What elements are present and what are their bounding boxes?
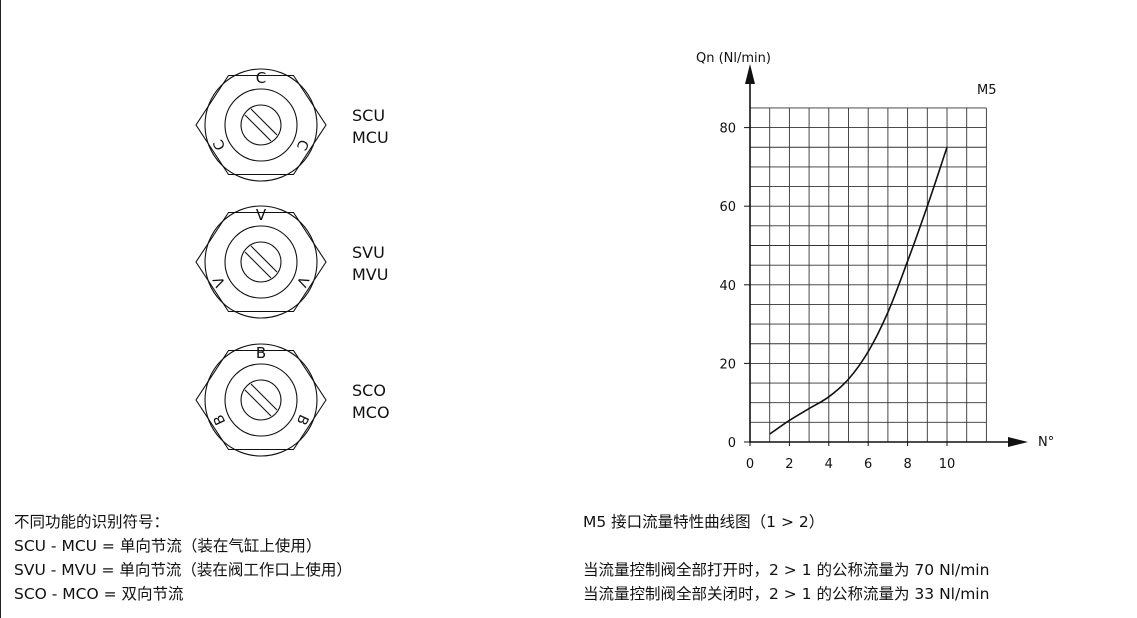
fitting-type-label: MCU (352, 128, 389, 147)
function-legend: 不同功能的识别符号： SCU - MCU = 单向节流（装在气缸上使用） SVU… (14, 510, 352, 606)
chart-series (769, 147, 948, 435)
x-tick-label: 10 (939, 457, 956, 472)
y-tick-label: 80 (719, 122, 736, 137)
x-tick-label: 4 (825, 457, 833, 472)
legend-line-sco: SCO - MCO = 双向节流 (14, 585, 184, 603)
chart-caption-title: M5 接口流量特性曲线图（1 > 2） (583, 513, 825, 531)
screw-head (240, 104, 282, 146)
y-tick-label: 20 (719, 357, 736, 372)
fitting-type-label: MVU (352, 265, 388, 284)
chart-ticks: 0 2 4 6 8 10 0 20 40 60 80 (719, 122, 955, 472)
legend-title: 不同功能的识别符号： (14, 513, 170, 531)
top-marking: C (256, 69, 266, 87)
y-tick-label: 0 (728, 436, 736, 451)
chart-axes (745, 64, 1028, 447)
legend-line-scu: SCU - MCU = 单向节流（装在气缸上使用） (14, 537, 322, 555)
x-axis-label: N° (1038, 435, 1054, 450)
y-axis-label: Qn (Nl/min) (696, 51, 771, 66)
y-tick-label: 40 (719, 279, 736, 294)
open-flow-note: 当流量控制阀全部打开时，2 > 1 的公称流量为 70 Nl/min (583, 561, 990, 579)
hex-outline (195, 349, 327, 451)
middle-ring (224, 88, 298, 162)
x-axis-arrow (1008, 437, 1028, 447)
x-tick-label: 0 (746, 457, 754, 472)
outer-ring (204, 68, 318, 182)
chart-grid (750, 107, 987, 442)
screw-head (240, 241, 282, 283)
y-axis-arrow (745, 64, 755, 84)
closed-flow-note: 当流量控制阀全部关闭时，2 > 1 的公称流量为 33 Nl/min (583, 585, 990, 603)
fitting-type-label: SCO (352, 381, 386, 400)
middle-ring (224, 363, 298, 437)
screw-head (240, 379, 282, 421)
flow-chart: 0 2 4 6 8 10 0 20 40 60 80 Qn (Nl/min) N° M5 (696, 51, 1054, 472)
hex-outline (195, 74, 327, 176)
x-tick-label: 6 (864, 457, 872, 472)
screw-slot-line (250, 108, 278, 136)
page-left-border (0, 0, 1, 618)
top-marking: B (256, 344, 266, 362)
fitting-type-label: MCO (352, 403, 390, 422)
x-tick-label: 2 (785, 457, 793, 472)
y-tick-label: 60 (719, 200, 736, 215)
screw-slot-line (244, 251, 272, 279)
middle-ring (224, 225, 298, 299)
chart-caption: M5 接口流量特性曲线图（1 > 2） 当流量控制阀全部打开时，2 > 1 的公… (583, 510, 989, 606)
fitting-type-label: SVU (352, 243, 385, 262)
caption-spacer (583, 534, 989, 558)
outer-ring (204, 343, 318, 457)
legend-line-svu: SVU - MVU = 单向节流（装在阀工作口上使用） (14, 561, 352, 579)
hex-outline (195, 211, 327, 313)
series-line-m5 (769, 147, 948, 435)
outer-ring (204, 205, 318, 319)
x-tick-label: 8 (903, 457, 911, 472)
screw-slot-line (250, 383, 278, 411)
fitting-type-label: SCU (352, 106, 385, 125)
top-marking: V (256, 206, 267, 224)
screw-slot-line (244, 114, 272, 142)
screw-slot-line (244, 389, 272, 417)
series-label: M5 (977, 83, 997, 98)
screw-slot-line (250, 245, 278, 273)
